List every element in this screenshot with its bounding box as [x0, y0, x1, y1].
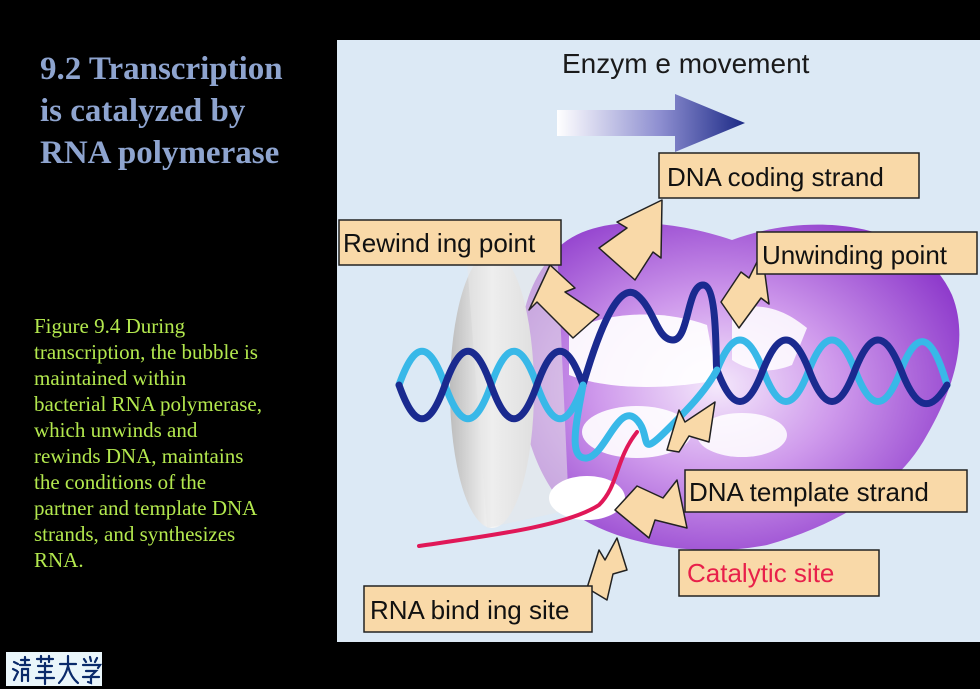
transcription-diagram: Enzym e movement	[337, 40, 980, 642]
title-line-1: 9.2 Transcription	[40, 51, 283, 87]
dna-helix-left	[395, 348, 587, 422]
rna-binding-site-callout: RNA bind ing site	[363, 585, 593, 633]
figure-caption: Figure 9.4 During transcription, the bub…	[34, 313, 334, 573]
caption-line-4: bacterial RNA polymerase,	[34, 392, 263, 416]
caption-line-6: rewinds DNA, maintains	[34, 444, 244, 468]
rna-polymerase-enzyme	[450, 222, 960, 551]
coding-strand-callout-arrow	[598, 199, 663, 281]
dna-helix-right	[713, 336, 951, 407]
dna-template-strand-callout: DNA template strand	[684, 469, 968, 513]
enzyme-movement-arrow-icon	[557, 94, 745, 152]
rewinding-point-callout: Rewind ing point	[338, 219, 562, 266]
caption-line-5: which unwinds and	[34, 418, 198, 442]
caption-line-2: transcription, the bubble is	[34, 340, 258, 364]
catalytic-site-callout: Catalytic site	[678, 549, 880, 597]
caption-line-9: strands, and synthesizes	[34, 522, 236, 546]
caption-line-8: partner and template DNA	[34, 496, 258, 520]
tsinghua-university-logo	[6, 652, 102, 686]
caption-line-3: maintained within	[34, 366, 187, 390]
rewinding-point-label: Rewind ing point	[343, 228, 536, 258]
enzyme-movement-label: Enzym e movement	[562, 48, 810, 79]
rna-binding-site-label: RNA bind ing site	[370, 595, 569, 625]
caption-line-1: Figure 9.4 During	[34, 314, 186, 338]
template-strand-callout-arrow	[666, 401, 716, 453]
catalytic-site-callout-arrow	[614, 479, 688, 539]
unwinding-point-callout: Unwinding point	[756, 231, 978, 275]
caption-line-7: the conditions of the	[34, 470, 207, 494]
caption-line-10: RNA.	[34, 548, 84, 572]
catalytic-site-label: Catalytic site	[687, 558, 834, 588]
dna-template-strand-label: DNA template strand	[689, 477, 929, 507]
dna-coding-strand-label: DNA coding strand	[667, 162, 884, 192]
unwinding-point-label: Unwinding point	[762, 240, 948, 270]
dna-coding-strand-callout: DNA coding strand	[658, 152, 920, 199]
rewinding-point-callout-arrow	[528, 264, 600, 339]
rna-strand	[417, 430, 639, 548]
slide-title: 9.2 Transcription is catalyzed by RNA po…	[40, 48, 340, 174]
title-line-3: RNA polymerase	[40, 135, 280, 171]
rna-binding-site-callout-arrow	[586, 537, 628, 601]
dna-coding-strand	[579, 281, 721, 389]
diagram-canvas: Enzym e movement	[338, 48, 978, 633]
title-line-2: is catalyzed by	[40, 93, 246, 129]
